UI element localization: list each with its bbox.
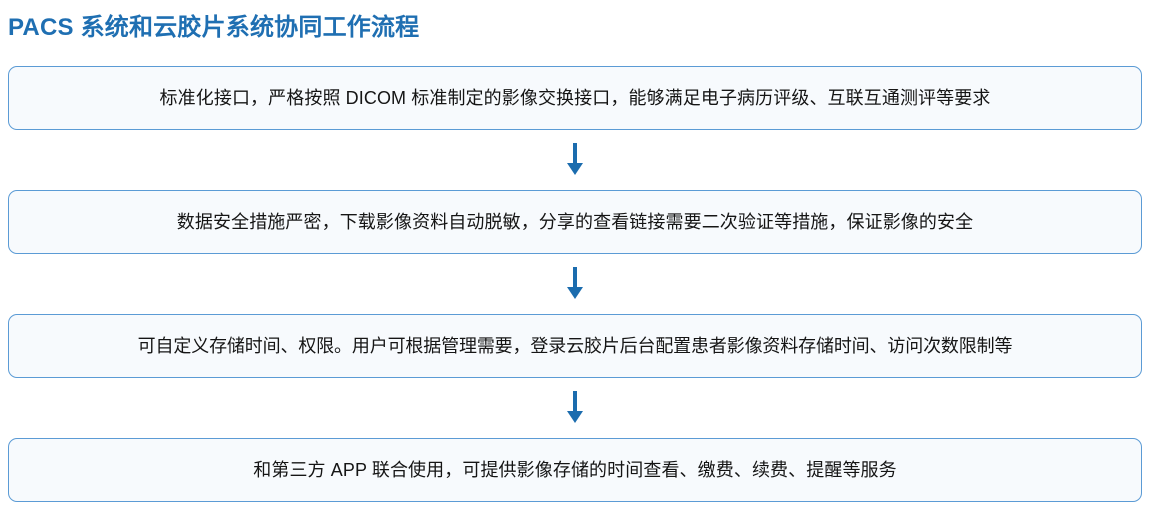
flow-step-box-1: 标准化接口，严格按照 DICOM 标准制定的影像交换接口，能够满足电子病历评级、…: [8, 66, 1142, 130]
flow-step-box-2: 数据安全措施严密，下载影像资料自动脱敏，分享的查看链接需要二次验证等措施，保证影…: [8, 190, 1142, 254]
flow-step-label-1: 标准化接口，严格按照 DICOM 标准制定的影像交换接口，能够满足电子病历评级、…: [159, 88, 991, 108]
flow-connector-1: [8, 130, 1142, 190]
flow-step-label-2: 数据安全措施严密，下载影像资料自动脱敏，分享的查看链接需要二次验证等措施，保证影…: [176, 212, 974, 232]
arrow-down-icon: [567, 143, 583, 175]
flow-step-box-4: 和第三方 APP 联合使用，可提供影像存储的时间查看、缴费、续费、提醒等服务: [8, 438, 1142, 502]
flow-step-label-3: 可自定义存储时间、权限。用户可根据管理需要，登录云胶片后台配置患者影像资料存储时…: [137, 336, 1013, 356]
flow-step-label-4: 和第三方 APP 联合使用，可提供影像存储的时间查看、缴费、续费、提醒等服务: [253, 460, 897, 480]
flow-step-box-3: 可自定义存储时间、权限。用户可根据管理需要，登录云胶片后台配置患者影像资料存储时…: [8, 314, 1142, 378]
arrow-down-icon: [567, 267, 583, 299]
flow-connector-3: [8, 378, 1142, 438]
flow-connector-2: [8, 254, 1142, 314]
flow-steps-stack: 标准化接口，严格按照 DICOM 标准制定的影像交换接口，能够满足电子病历评级、…: [8, 66, 1142, 502]
arrow-down-icon: [567, 391, 583, 423]
page-title: PACS 系统和云胶片系统协同工作流程: [8, 14, 420, 41]
